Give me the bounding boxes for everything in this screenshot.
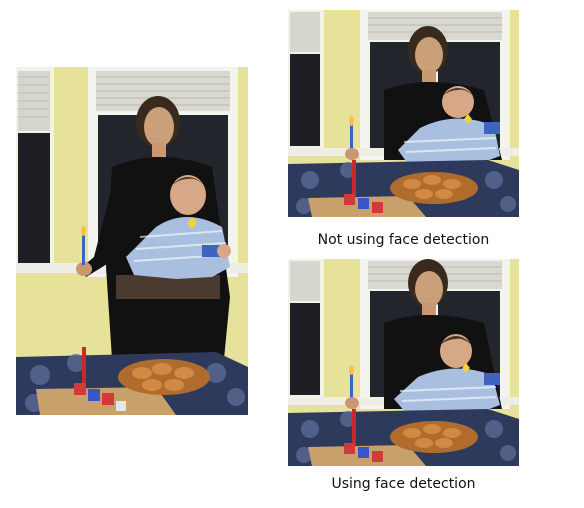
crop-with-face-detection <box>288 259 519 466</box>
crop-without-face-detection <box>288 10 519 217</box>
crop-with-face-detection-illustration <box>288 259 519 466</box>
caption-using-face-detection: Using face detection <box>331 476 476 492</box>
caption-not-using-face-detection: Not using face detection <box>317 232 490 248</box>
crop-without-face-detection-illustration <box>288 10 519 217</box>
original-photo <box>16 67 248 415</box>
original-photo-illustration <box>16 67 248 415</box>
